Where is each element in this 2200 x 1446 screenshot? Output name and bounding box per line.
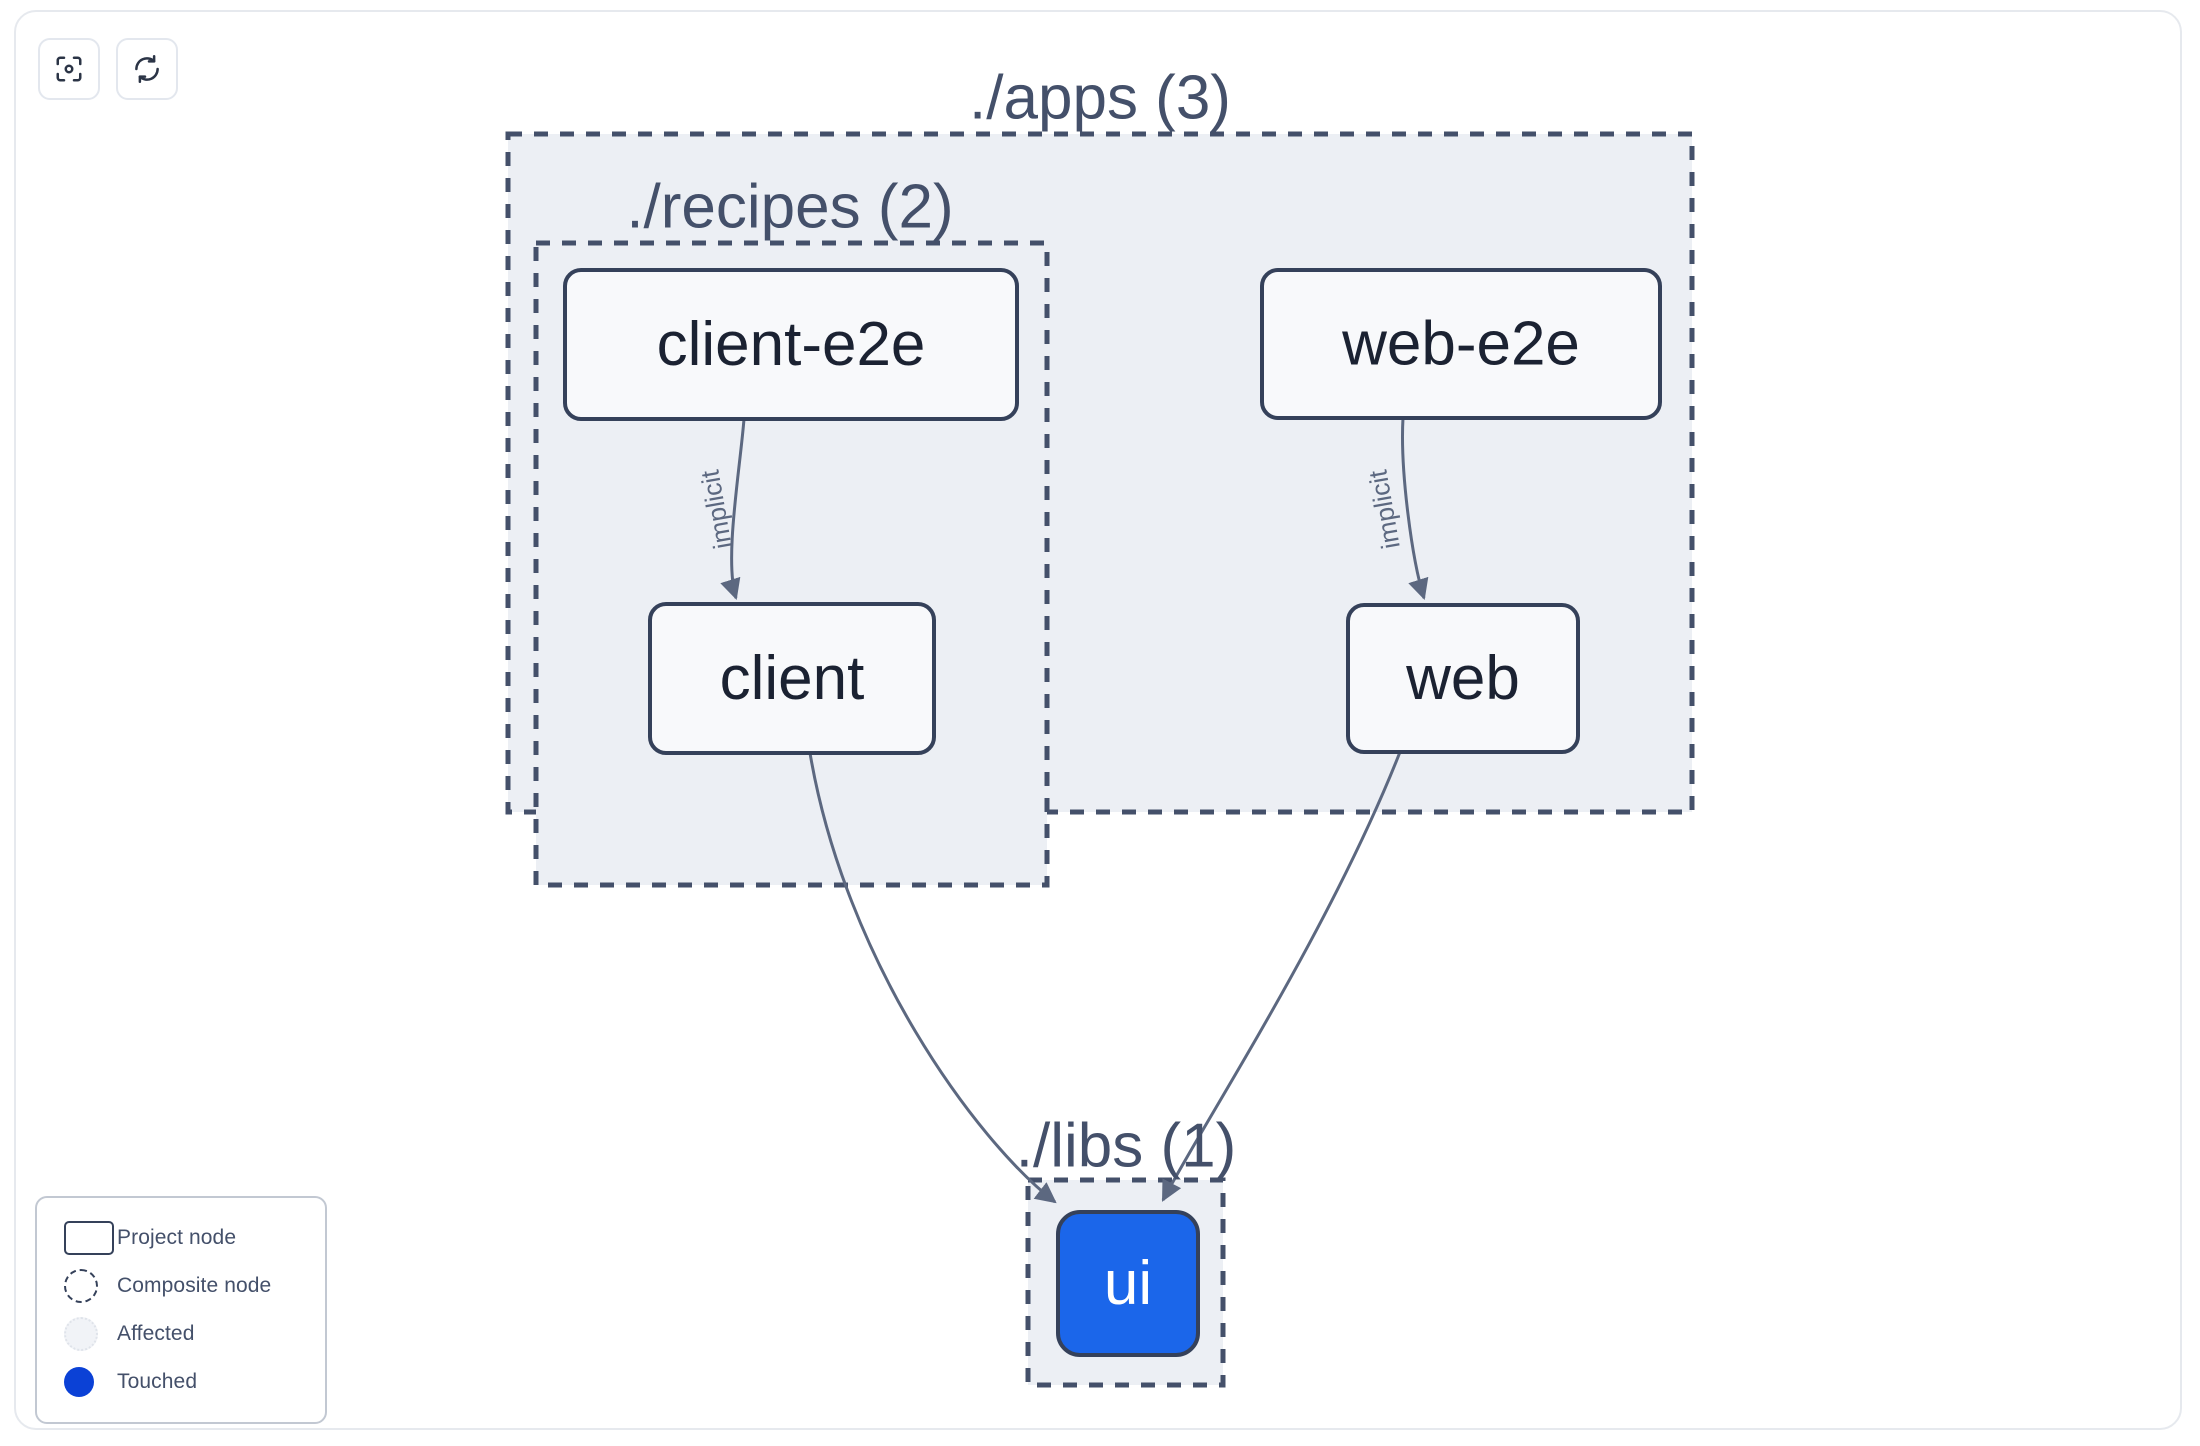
graph-toolbar — [38, 38, 178, 100]
legend-item-affected: Affected — [55, 1310, 307, 1358]
legend-label: Project node — [117, 1226, 237, 1249]
touched-swatch — [55, 1367, 117, 1397]
legend-panel: Project node Composite node Affected Tou… — [35, 1196, 327, 1424]
legend-item-composite-node: Composite node — [55, 1262, 307, 1310]
focus-target-icon — [54, 54, 84, 84]
legend-item-touched: Touched — [55, 1358, 307, 1406]
graph-canvas[interactable] — [14, 10, 2182, 1430]
legend-item-project-node: Project node — [55, 1214, 307, 1262]
refresh-icon — [132, 54, 162, 84]
legend-label: Affected — [117, 1322, 195, 1345]
legend-label: Touched — [117, 1370, 198, 1393]
legend-label: Composite node — [117, 1274, 272, 1297]
project-node-swatch — [55, 1221, 117, 1255]
refresh-button[interactable] — [116, 38, 178, 100]
focus-target-button[interactable] — [38, 38, 100, 100]
composite-node-swatch — [55, 1269, 117, 1303]
affected-swatch — [55, 1317, 117, 1351]
